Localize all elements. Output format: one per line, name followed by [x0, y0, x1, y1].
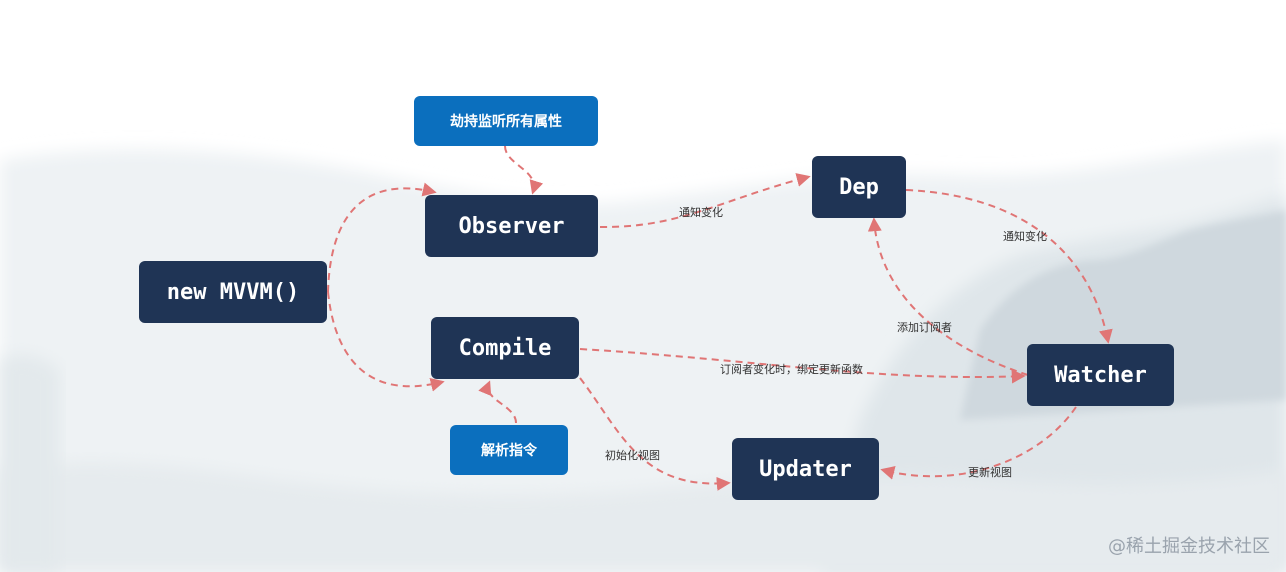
node-updater: Updater — [732, 438, 879, 500]
edge-watcher-to-updater — [880, 406, 1077, 480]
label-compile-to-updater: 初始化视图 — [605, 449, 660, 462]
label-watcher-to-dep: 添加订阅者 — [897, 321, 952, 334]
edge-parse-to-compile — [478, 380, 517, 424]
label-observer-to-dep: 通知变化 — [679, 206, 723, 219]
node-hijack-all-properties: 劫持监听所有属性 — [414, 96, 598, 146]
edge-hijack-to-observer — [504, 145, 544, 195]
node-watcher: Watcher — [1027, 344, 1174, 406]
label-compile-to-watcher: 订阅者变化时，绑定更新函数 — [720, 363, 863, 376]
watermark: @稀土掘金技术社区 — [1108, 536, 1270, 557]
label-dep-to-watcher: 通知变化 — [1003, 230, 1047, 243]
edge-dep-to-watcher — [905, 189, 1113, 344]
edge-observer-to-dep — [599, 173, 811, 229]
label-watcher-to-updater: 更新视图 — [968, 466, 1012, 479]
node-compile: Compile — [431, 317, 579, 379]
edge-watcher-to-dep — [867, 217, 1029, 376]
node-new-mvvm: new MVVM() — [139, 261, 327, 323]
node-parse-directives: 解析指令 — [450, 425, 568, 475]
node-observer: Observer — [425, 195, 598, 257]
node-dep: Dep — [812, 156, 906, 218]
edge-compile-to-watcher — [579, 348, 1026, 384]
edge-mvvm-to-compile — [327, 291, 445, 392]
edge-compile-to-updater — [579, 377, 731, 491]
edge-mvvm-to-observer — [327, 182, 437, 293]
